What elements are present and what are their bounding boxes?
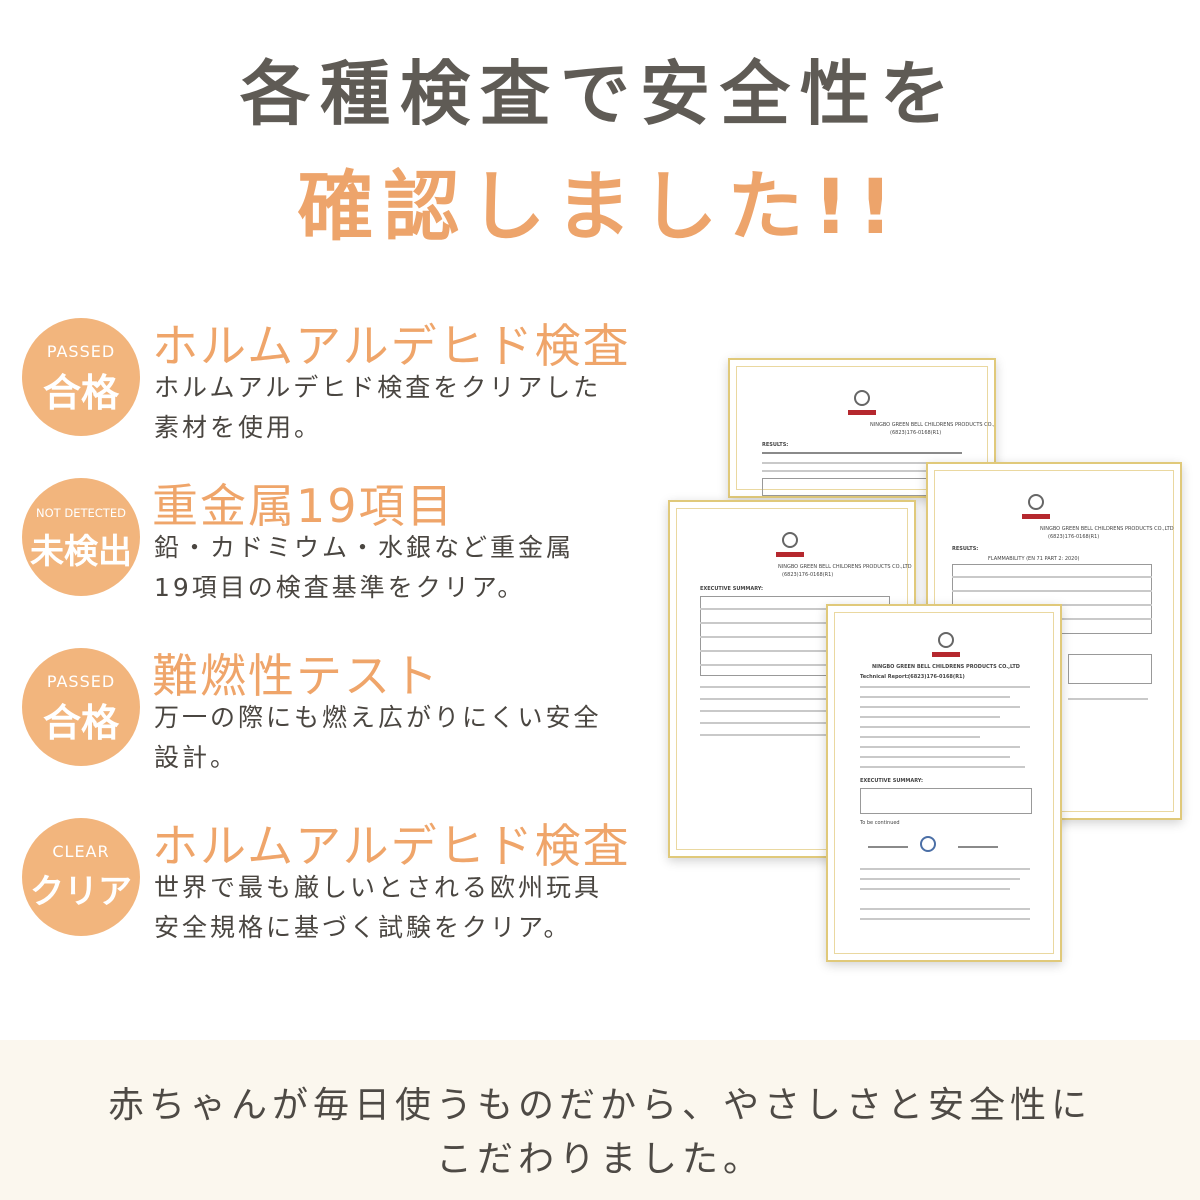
item-description: 鉛・カドミウム・水銀など重金属 19項目の検査基準をクリア。 xyxy=(154,528,634,608)
doc-company: NINGBO GREEN BELL CHILDRENS PRODUCTS CO.… xyxy=(1040,526,1174,532)
doc-summary: EXECUTIVE SUMMARY: xyxy=(700,586,763,592)
desc-line: 19項目の検査基準をクリア。 xyxy=(154,573,526,602)
desc-line: 万一の際にも燃え広がりにくい安全 xyxy=(154,703,602,732)
inspection-item-heavy-metals: NOT DETECTED 未検出 重金属19項目 鉛・カドミウム・水銀など重金属… xyxy=(22,478,642,628)
item-title: 難燃性テスト xyxy=(152,649,440,703)
item-title: 重金属19項目 xyxy=(152,479,455,533)
status-badge: NOT DETECTED 未検出 xyxy=(22,478,140,596)
headline-line2: 確認しました!! xyxy=(297,162,903,251)
desc-line: 世界で最も厳しいとされる欧州玩具 xyxy=(154,873,603,902)
doc-report-no: (6823)176-0168(R1) xyxy=(890,430,942,436)
badge-en: CLEAR xyxy=(52,842,110,861)
doc-flammability: FLAMMABILITY (EN 71 PART 2: 2020) xyxy=(988,556,1080,562)
badge-en: PASSED xyxy=(46,672,116,691)
status-badge: CLEAR クリア xyxy=(22,818,140,936)
bureau-veritas-seal-icon xyxy=(854,390,870,406)
desc-line: 鉛・カドミウム・水銀など重金属 xyxy=(154,533,575,562)
doc-report-no: (6823)176-0168(R1) xyxy=(908,674,965,680)
stamp-icon xyxy=(920,836,936,852)
badge-jp: 未検出 xyxy=(30,532,132,572)
footer-message: 赤ちゃんが毎日使うものだから、やさしさと安全性に こだわりました。 xyxy=(0,1040,1200,1200)
badge-jp: 合格 xyxy=(42,701,119,745)
bureau-veritas-seal-icon xyxy=(938,632,954,648)
item-description: ホルムアルデヒド検査をクリアした 素材を使用。 xyxy=(154,368,634,448)
desc-line: 設計。 xyxy=(154,743,239,772)
doc-company: NINGBO GREEN BELL CHILDRENS PRODUCTS CO.… xyxy=(872,664,1020,670)
report-document-front: NINGBO GREEN BELL CHILDRENS PRODUCTS CO.… xyxy=(826,604,1062,962)
doc-report-no: (6823)176-0168(R1) xyxy=(782,572,834,578)
item-title: ホルムアルデヒド検査 xyxy=(152,819,631,873)
inspection-item-eu-toy-standard: CLEAR クリア ホルムアルデヒド検査 世界で最も厳しいとされる欧州玩具 安全… xyxy=(22,818,642,968)
badge-en: PASSED xyxy=(46,342,116,361)
headline-line1: 各種検査で安全性を xyxy=(240,53,960,135)
bureau-veritas-seal-icon xyxy=(1028,494,1044,510)
status-badge: PASSED 合格 xyxy=(22,318,140,436)
item-title: ホルムアルデヒド検査 xyxy=(152,319,631,373)
doc-results: RESULTS: xyxy=(952,546,979,552)
badge-en: NOT DETECTED xyxy=(36,506,126,520)
item-description: 万一の際にも燃え広がりにくい安全 設計。 xyxy=(154,698,634,778)
inspection-item-formaldehyde: PASSED 合格 ホルムアルデヒド検査 ホルムアルデヒド検査をクリアした 素材… xyxy=(22,318,642,468)
footer-line2: こだわりました。 xyxy=(435,1139,764,1180)
badge-jp: 合格 xyxy=(42,371,119,415)
doc-results: RESULTS: xyxy=(762,442,789,448)
doc-report-no: (6823)176-0168(R1) xyxy=(1048,534,1100,540)
doc-company: NINGBO GREEN BELL CHILDRENS PRODUCTS CO.… xyxy=(870,422,996,428)
desc-line: ホルムアルデヒド検査をクリアした xyxy=(154,373,602,402)
doc-report-label: Technical Report: xyxy=(860,674,909,680)
doc-summary: EXECUTIVE SUMMARY: xyxy=(860,778,923,784)
doc-continued: To be continued xyxy=(860,820,900,826)
desc-line: 素材を使用。 xyxy=(154,413,323,442)
doc-company: NINGBO GREEN BELL CHILDRENS PRODUCTS CO.… xyxy=(778,564,912,570)
report-document-back: NINGBO GREEN BELL CHILDRENS PRODUCTS CO.… xyxy=(728,358,996,498)
footer-line1: 赤ちゃんが毎日使うものだから、やさしさと安全性に xyxy=(107,1085,1092,1126)
bureau-veritas-seal-icon xyxy=(782,532,798,548)
inspection-item-flame-retardant: PASSED 合格 難燃性テスト 万一の際にも燃え広がりにくい安全 設計。 xyxy=(22,648,642,798)
desc-line: 安全規格に基づく試験をクリア。 xyxy=(154,913,572,942)
badge-jp: クリア xyxy=(30,872,132,912)
item-description: 世界で最も厳しいとされる欧州玩具 安全規格に基づく試験をクリア。 xyxy=(154,868,634,948)
status-badge: PASSED 合格 xyxy=(22,648,140,766)
